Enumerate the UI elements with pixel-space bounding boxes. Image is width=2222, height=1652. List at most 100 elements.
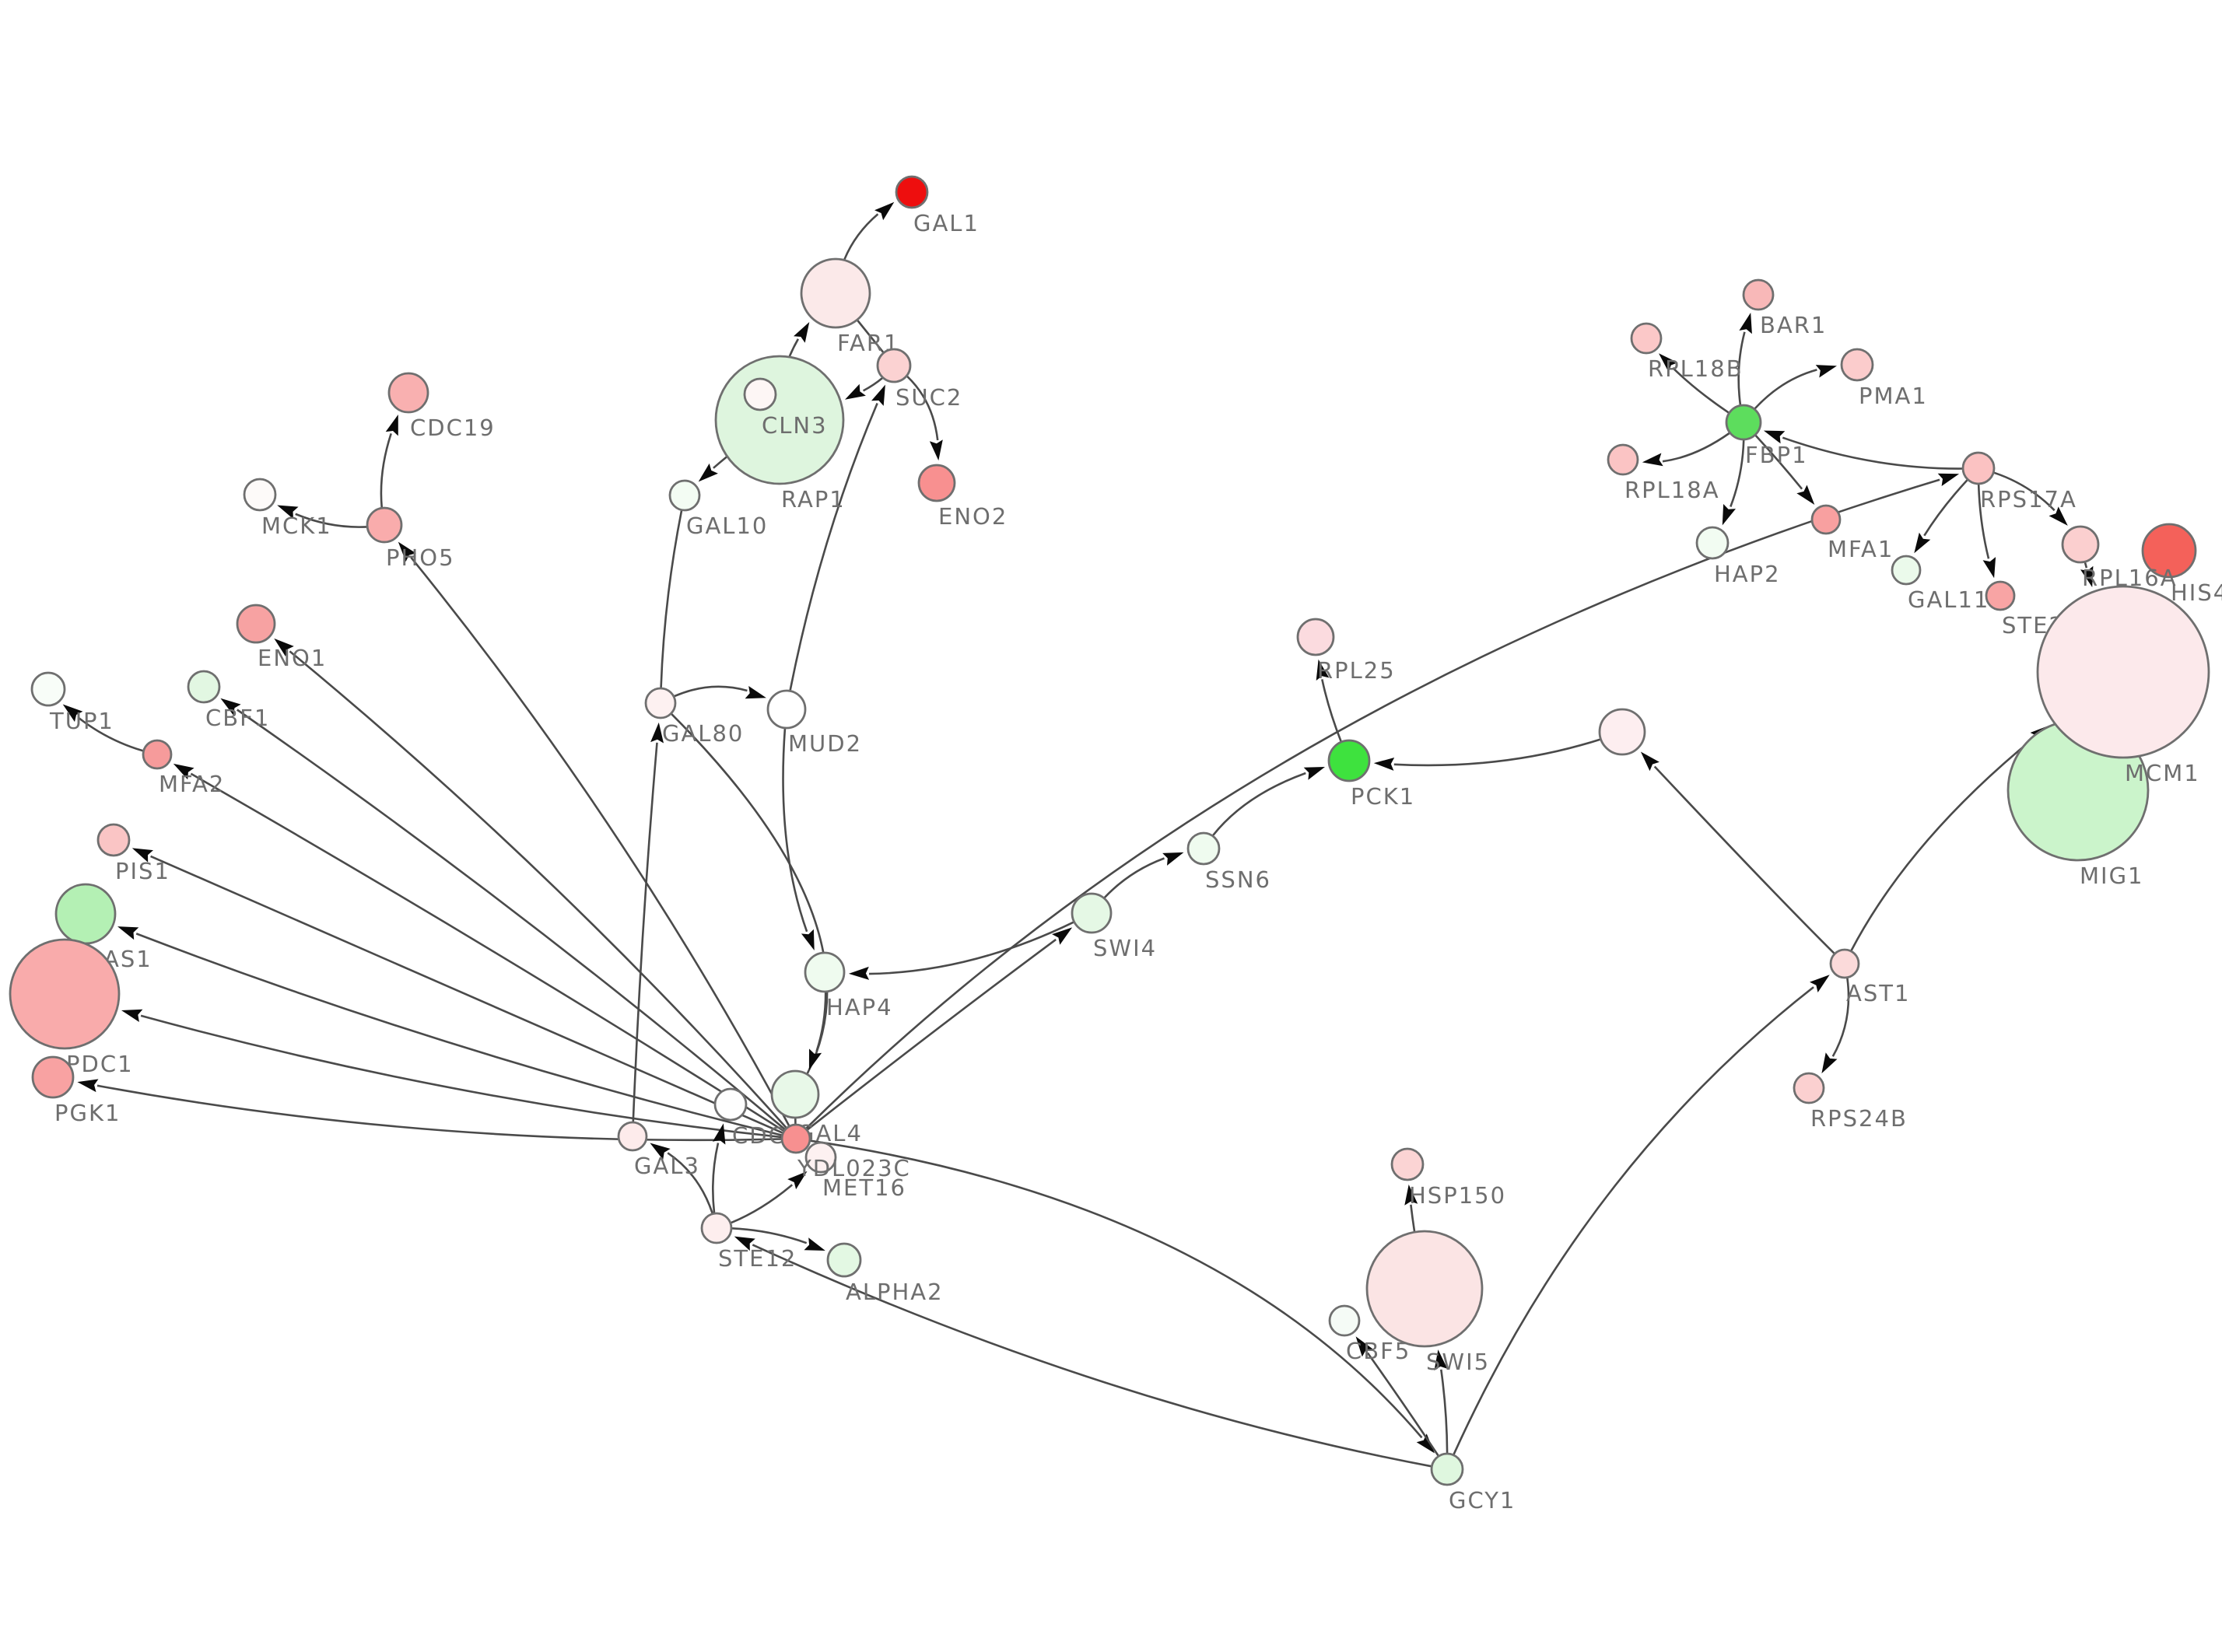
edge-RPL16A-MCM1[interactable] [2080, 562, 2094, 587]
node-RPS17A[interactable] [1961, 451, 1996, 485]
node-RAS1[interactable] [54, 883, 117, 945]
edge-GAL80-MUD2[interactable] [674, 685, 766, 699]
node-PHO5[interactable] [366, 506, 403, 544]
edge-YDL023C-RPS17A[interactable] [805, 473, 1960, 1129]
node-GAL4[interactable] [770, 1069, 820, 1119]
node-GAL11[interactable] [1891, 555, 1922, 586]
node-FAR1[interactable] [800, 257, 871, 329]
edge-HAP4-GAL4[interactable] [808, 992, 827, 1070]
node-MFA1[interactable] [1810, 504, 1842, 535]
edge-AST1-RPS24B[interactable] [1821, 978, 1850, 1074]
edge-PCK1-RPL25[interactable] [1316, 659, 1342, 742]
edge-NODE1-PCK1[interactable] [1373, 738, 1600, 771]
edge-STE12-GAL3[interactable] [650, 1143, 713, 1214]
edge-YDL023C-MFA2[interactable] [173, 763, 784, 1132]
edge-GCY1-CBF5[interactable] [1355, 1336, 1439, 1457]
edge-YDL023C-GCY1[interactable] [810, 1139, 1435, 1454]
node-AST1[interactable] [1829, 948, 1860, 979]
edge-SSN6-PCK1[interactable] [1212, 767, 1325, 836]
node-ALPHA2[interactable] [826, 1242, 862, 1278]
node-MCM1[interactable] [2036, 585, 2210, 759]
node-GAL10[interactable] [668, 479, 701, 512]
edge-PHO5-CDC19[interactable] [380, 415, 398, 508]
node-RPL18B[interactable] [1630, 322, 1663, 355]
edge-GAL10-GAL80[interactable] [660, 510, 683, 688]
edge-GCY1-AST1[interactable] [1453, 975, 1830, 1455]
edge-YDL023C-PGK1[interactable] [77, 1079, 782, 1142]
node-CLN3[interactable] [743, 377, 777, 411]
edge-RPS17A-FBP1[interactable] [1763, 430, 1963, 470]
edge-RPS17A-GAL11[interactable] [1914, 479, 1968, 554]
node-HIS4[interactable] [2141, 523, 2197, 579]
node-FBP1[interactable] [1725, 404, 1762, 441]
node-GAL1[interactable] [895, 175, 929, 209]
node-GCY1[interactable] [1430, 1452, 1464, 1486]
edge-FBP1-HAP2[interactable] [1722, 439, 1745, 526]
edge-RPS17A-STE2[interactable] [1977, 484, 1996, 579]
edge-MUD2-SUC2[interactable] [789, 384, 885, 691]
edge-YDL023C-PIS1[interactable] [131, 848, 783, 1134]
node-PMA1[interactable] [1840, 348, 1874, 382]
edge-FBP1-MFA1[interactable] [1754, 435, 1815, 505]
node-STE12[interactable] [700, 1212, 733, 1244]
edge-STE12-MET16[interactable] [731, 1171, 808, 1224]
node-YDL023C[interactable] [780, 1123, 811, 1154]
edge-RPS17A-RPL16A[interactable] [1993, 471, 2068, 526]
node-MFA2[interactable] [142, 739, 173, 770]
edge-AST1-NODE1[interactable] [1640, 751, 1835, 954]
node-PGK1[interactable] [31, 1055, 75, 1099]
edge-FAR1-GAL1[interactable] [843, 201, 895, 261]
node-RPS24B[interactable] [1793, 1072, 1825, 1104]
node-SWI5[interactable] [1365, 1230, 1484, 1348]
node-PCK1[interactable] [1327, 739, 1371, 782]
edge-GCY1-SWI5[interactable] [1434, 1349, 1449, 1454]
edge-YDL023C-RAS1[interactable] [117, 926, 782, 1136]
edge-YDL023C-CBF1[interactable] [220, 698, 786, 1130]
edge-PHO5-MCK1[interactable] [277, 505, 367, 528]
edge-FBP1-RPL18A[interactable] [1642, 432, 1730, 467]
node-NODE1[interactable] [1598, 708, 1646, 756]
edge-FBP1-BAR1[interactable] [1737, 313, 1752, 405]
node-CBF1[interactable] [187, 670, 221, 704]
edge-SWI4-SSN6[interactable] [1103, 852, 1184, 898]
node-SSN6[interactable] [1186, 831, 1221, 866]
edge-GAL3-GAL80[interactable] [632, 722, 664, 1122]
node-TUP1[interactable] [30, 671, 66, 707]
edge-MFA2-TUP1[interactable] [62, 704, 143, 752]
node-CBF5[interactable] [1328, 1304, 1361, 1337]
node-SWI4[interactable] [1071, 892, 1113, 934]
edge-RAP1-FAR1[interactable] [788, 322, 810, 357]
edge-RAP1-GAL10[interactable] [698, 456, 727, 482]
node-GAL80[interactable] [644, 687, 677, 719]
edge-MUD2-HAP4[interactable] [782, 728, 815, 950]
node-PDC1[interactable] [9, 938, 121, 1050]
edge-YDL023C-PDC1[interactable] [121, 1009, 782, 1139]
edge-FAR1-SUC2[interactable] [857, 320, 885, 353]
node-PIS1[interactable] [96, 823, 131, 857]
node-STE2[interactable] [1985, 580, 2016, 611]
edge-FBP1-PMA1[interactable] [1754, 365, 1837, 410]
edge-GAL80-GAL4[interactable] [671, 713, 829, 1074]
edge-GCY1-STE12[interactable] [734, 1236, 1432, 1468]
edge-STE12-ALPHA2[interactable] [731, 1227, 825, 1251]
edge-YDL023C-ENO1[interactable] [274, 638, 787, 1129]
node-HSP150[interactable] [1390, 1147, 1425, 1181]
node-ENO2[interactable] [917, 464, 956, 502]
edge-FBP1-RPL18B[interactable] [1659, 353, 1730, 414]
node-MCK1[interactable] [243, 478, 277, 512]
node-ENO1[interactable] [236, 604, 276, 644]
edge-YDL023C-PHO5[interactable] [398, 541, 790, 1126]
node-RPL25[interactable] [1296, 618, 1335, 656]
node-CDC6[interactable] [713, 1087, 748, 1122]
edge-YDL023C-SWI4[interactable] [807, 927, 1073, 1131]
edge-SUC2-ENO2[interactable] [906, 375, 943, 461]
node-HAP2[interactable] [1695, 526, 1730, 560]
node-HAP4[interactable] [804, 951, 846, 993]
edge-SUC2-RAP1[interactable] [845, 377, 883, 400]
node-SUC2[interactable] [876, 348, 912, 383]
node-MUD2[interactable] [766, 689, 807, 730]
node-GAL3[interactable] [617, 1121, 648, 1152]
node-MET16[interactable] [804, 1141, 837, 1174]
node-CDC19[interactable] [387, 372, 429, 414]
node-RPL18A[interactable] [1607, 443, 1639, 476]
